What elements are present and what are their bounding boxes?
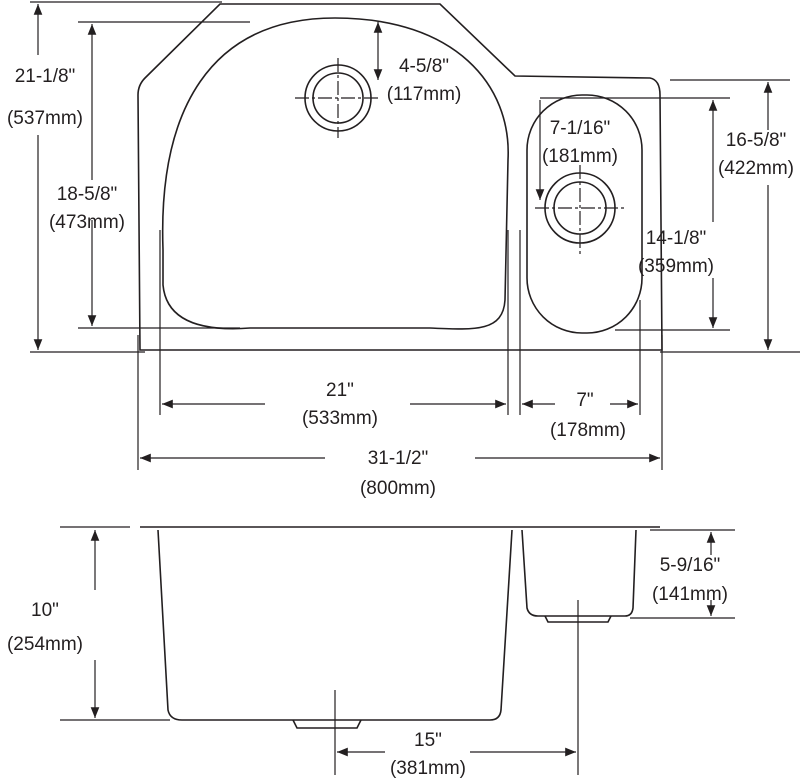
small-drain-offset-mm: (181mm)	[542, 146, 618, 167]
small-bowl-width-mm: (178mm)	[550, 420, 626, 441]
small-drain-offset-in: 7-1/16"	[550, 118, 611, 139]
large-bowl-depth-in: 18-5/8"	[57, 184, 118, 205]
overall-width-mm: (800mm)	[360, 478, 436, 499]
drain-spacing-in: 15"	[414, 730, 442, 751]
large-bowl-depth-mm: (473mm)	[49, 212, 125, 233]
small-bowl-width-in: 7"	[576, 390, 593, 411]
top-view	[30, 1, 800, 470]
small-bowl-outline	[526, 94, 643, 334]
small-bowl-depth-mm: (359mm)	[638, 256, 714, 277]
drain-spacing-mm: (381mm)	[390, 758, 466, 779]
overall-depth-mm: (537mm)	[7, 108, 83, 129]
right-depth-mm: (422mm)	[718, 158, 794, 179]
large-drain-offset-mm: (117mm)	[387, 84, 462, 105]
small-bowl-height-mm: (141mm)	[652, 584, 728, 605]
small-drain	[535, 165, 625, 255]
sink-rim-outline	[137, 3, 663, 351]
large-bowl-width-mm: (533mm)	[302, 408, 378, 429]
overall-depth-in: 21-1/8"	[15, 66, 76, 87]
side-view	[60, 526, 735, 775]
dimension-arrows	[33, 3, 773, 463]
extension-lines	[30, 1, 800, 470]
dimension-labels: 21-1/8" (537mm) 18-5/8" (473mm) 4-5/8" (…	[7, 56, 794, 779]
large-bowl-height-mm: (254mm)	[7, 634, 83, 655]
right-depth-in: 16-5/8"	[726, 130, 787, 151]
small-bowl-depth-in: 14-1/8"	[646, 228, 707, 249]
large-bowl-width-in: 21"	[326, 380, 354, 401]
overall-width-in: 31-1/2"	[368, 448, 429, 469]
large-drain	[295, 58, 380, 138]
small-bowl-profile	[521, 529, 637, 617]
large-bowl-height-in: 10"	[31, 600, 59, 621]
large-bowl-profile	[157, 529, 513, 721]
large-drain-offset-in: 4-5/8"	[399, 56, 449, 77]
small-bowl-height-in: 5-9/16"	[660, 555, 721, 576]
